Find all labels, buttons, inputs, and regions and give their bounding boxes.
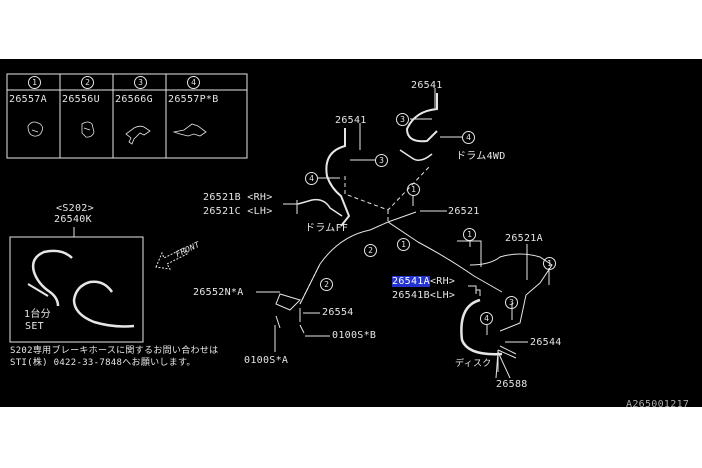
callout-1: 1 bbox=[28, 76, 41, 89]
callout-2: 2 bbox=[81, 76, 94, 89]
callout-1: 1 bbox=[407, 183, 420, 196]
label-0100S-A[interactable]: 0100S*A bbox=[244, 355, 289, 366]
label-26541-left[interactable]: 26541 bbox=[335, 115, 367, 126]
label-disc: ディスク bbox=[455, 359, 492, 369]
label-26554[interactable]: 26554 bbox=[322, 307, 354, 318]
label-26552N[interactable]: 26552N*A bbox=[193, 287, 244, 298]
callout-1: 1 bbox=[543, 257, 556, 270]
label-26521C[interactable]: 26521C <LH> bbox=[203, 206, 273, 217]
callout-2: 2 bbox=[320, 278, 333, 291]
brake-lines bbox=[275, 93, 553, 372]
s202-set: SET bbox=[25, 321, 44, 332]
s202-note-2: STI(株) 0422-33-7848へお願いします。 bbox=[10, 358, 196, 368]
callout-4: 4 bbox=[480, 312, 493, 325]
callout-3: 3 bbox=[375, 154, 388, 167]
callout-4: 4 bbox=[462, 131, 475, 144]
label-0100S-B[interactable]: 0100S*B bbox=[332, 330, 377, 341]
callout-4: 4 bbox=[305, 172, 318, 185]
s202-qty: 1台分 bbox=[24, 309, 51, 320]
callout-3: 3 bbox=[396, 113, 409, 126]
callout-3: 3 bbox=[134, 76, 147, 89]
legend-part-1: 26557A bbox=[9, 94, 47, 105]
label-26521B[interactable]: 26521B <RH> bbox=[203, 192, 273, 203]
diagram-id: A265001217 bbox=[626, 399, 690, 410]
label-26541A[interactable]: 26541A bbox=[392, 276, 430, 287]
label-26521A[interactable]: 26521A bbox=[505, 233, 543, 244]
label-26541-right[interactable]: 26541 bbox=[411, 80, 443, 91]
legend-part-3: 26566G bbox=[115, 94, 153, 105]
label-drum-4wd: ドラム4WD bbox=[456, 151, 506, 162]
diagram-board bbox=[0, 59, 702, 407]
label-26541B[interactable]: 26541B<LH> bbox=[392, 290, 456, 301]
callout-3: 3 bbox=[505, 296, 518, 309]
legend-table-grid bbox=[6, 73, 248, 159]
callout-1: 1 bbox=[397, 238, 410, 251]
label-26541A-side: <RH> bbox=[429, 276, 456, 287]
legend-part-4: 26557P*B bbox=[168, 94, 219, 105]
callout-2: 2 bbox=[364, 244, 377, 257]
callout-4: 4 bbox=[187, 76, 200, 89]
legend-part-2: 26556U bbox=[62, 94, 100, 105]
s202-model: <S202> bbox=[56, 203, 94, 214]
s202-part[interactable]: 26540K bbox=[54, 214, 92, 225]
callout-1: 1 bbox=[463, 228, 476, 241]
label-26541A-row: 26541A<RH> bbox=[392, 276, 455, 287]
s202-box bbox=[9, 227, 144, 343]
s202-note-1: S202専用ブレーキホースに関するお問い合わせは bbox=[10, 346, 219, 356]
clip-icons bbox=[27, 121, 207, 145]
label-26521[interactable]: 26521 bbox=[448, 206, 480, 217]
front-arrow-icon bbox=[155, 247, 188, 270]
label-26588[interactable]: 26588 bbox=[496, 379, 528, 390]
label-drum-ff: ドラムFF bbox=[305, 223, 349, 234]
label-26544[interactable]: 26544 bbox=[530, 337, 562, 348]
